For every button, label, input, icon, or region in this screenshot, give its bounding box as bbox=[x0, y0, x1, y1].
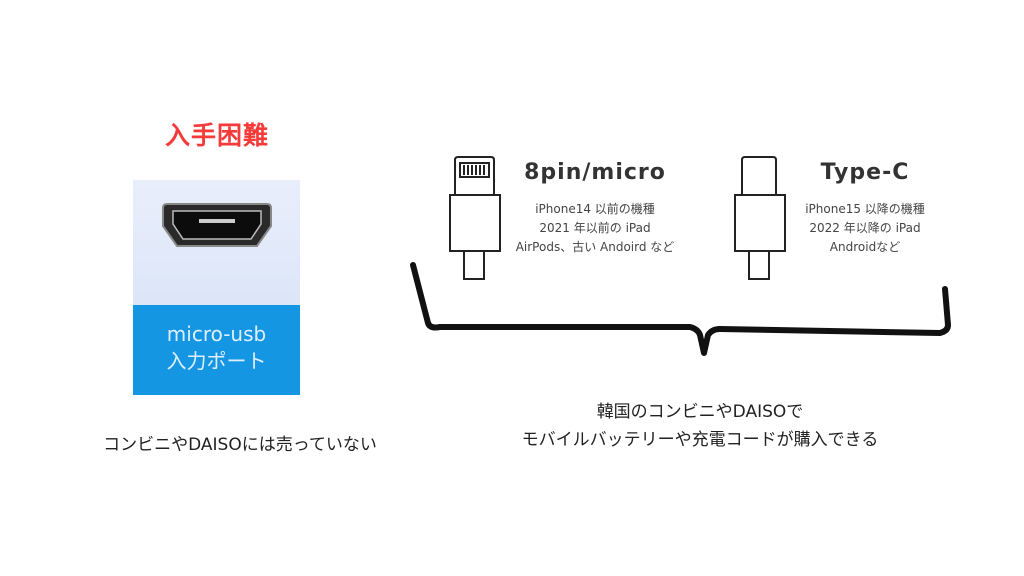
right-caption: 韓国のコンビニやDAISOで モバイルバッテリーや充電コードが購入できる bbox=[440, 398, 960, 454]
desc-line: 2021 年以前の iPad bbox=[539, 221, 651, 235]
connector-desc-type-c: iPhone15 以降の機種 2022 年以降の iPad Androidなど bbox=[765, 200, 965, 257]
desc-line: AirPods、古い Andoird など bbox=[515, 240, 675, 254]
port-label-box: micro-usb 入力ポート bbox=[133, 305, 300, 395]
desc-line: iPhone14 以前の機種 bbox=[535, 202, 655, 216]
right-caption-line-1: 韓国のコンビニやDAISOで bbox=[596, 402, 804, 422]
difficult-to-obtain-label: 入手困難 bbox=[164, 121, 269, 150]
connector-desc-8pin: iPhone14 以前の機種 2021 年以前の iPad AirPods、古い… bbox=[495, 200, 695, 257]
desc-line: iPhone15 以降の機種 bbox=[805, 202, 925, 216]
right-caption-line-2: モバイルバッテリーや充電コードが購入できる bbox=[521, 430, 879, 450]
port-label-line-1: micro-usb bbox=[166, 322, 267, 346]
desc-line: 2022 年以降の iPad bbox=[809, 221, 921, 235]
lightning-connector-icon bbox=[449, 156, 501, 280]
connector-name-type-c: Type-C bbox=[820, 160, 910, 185]
connector-name-8pin: 8pin/micro bbox=[524, 160, 666, 185]
micro-usb-port-image: micro-usb 入力ポート bbox=[133, 180, 300, 395]
micro-usb-port-icon bbox=[162, 203, 272, 247]
grouping-brace bbox=[410, 262, 951, 356]
type-c-connector-icon bbox=[734, 156, 786, 280]
port-label-line-2: 入力ポート bbox=[166, 349, 267, 373]
desc-line: Androidなど bbox=[829, 240, 901, 254]
left-caption: コンビニやDAISOには売っていない bbox=[103, 435, 377, 455]
